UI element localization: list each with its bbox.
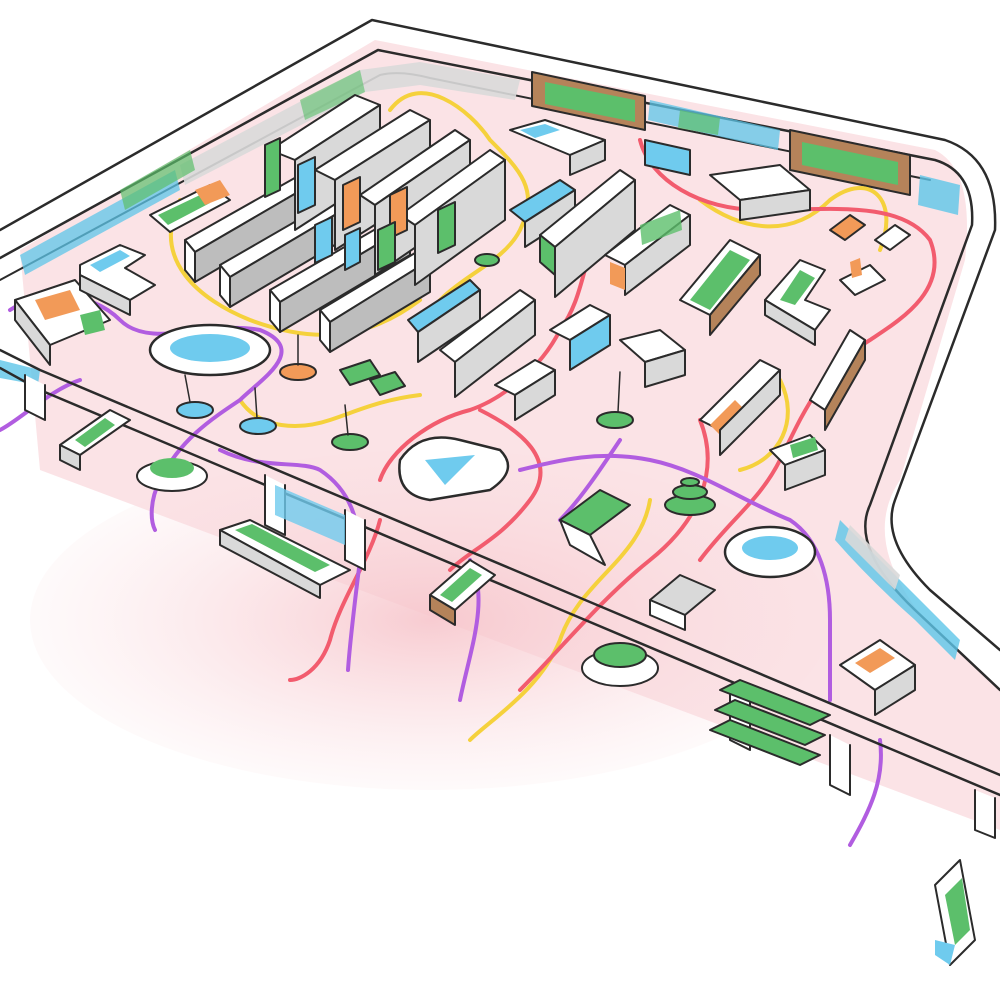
front-checkout-counter-1 xyxy=(219,519,351,599)
oval-display-right xyxy=(723,525,817,579)
back-right-counter xyxy=(709,164,811,221)
front-right-kiosk xyxy=(839,639,916,716)
front-stair-display xyxy=(709,679,831,766)
triangle-display-center xyxy=(398,436,510,502)
right-small-stands xyxy=(829,214,911,296)
right-cube-display xyxy=(769,434,826,491)
round-pot-back xyxy=(474,253,500,267)
planter-front-left xyxy=(136,458,208,492)
small-shelf-units xyxy=(494,304,611,421)
right-tall-display xyxy=(809,329,866,431)
plant-display-cluster xyxy=(339,359,406,396)
entrance-sign-panel xyxy=(934,859,976,966)
endcap-signs-row xyxy=(264,137,456,271)
center-right-small-unit xyxy=(619,329,686,388)
wall-window-band xyxy=(0,62,960,660)
center-shelf-blue-top xyxy=(509,179,576,248)
left-display-bench xyxy=(14,279,111,366)
back-center-table xyxy=(509,119,606,176)
shopper-path-yellow xyxy=(168,91,889,742)
center-shelf-orange-end xyxy=(604,204,691,296)
back-wall-display-2 xyxy=(789,129,911,196)
round-table-with-sign-2 xyxy=(176,374,214,419)
front-round-tiered-display xyxy=(581,642,659,687)
front-box-display xyxy=(649,574,716,631)
greeting-table xyxy=(149,180,231,233)
round-table-with-sign-1 xyxy=(279,334,317,381)
right-produce-table-1 xyxy=(679,239,761,336)
gondola-shelf-4 xyxy=(319,249,431,353)
back-cart-station xyxy=(644,139,691,176)
shopper-path-purple xyxy=(0,294,883,847)
front-left-bench xyxy=(59,409,131,471)
front-checkout-counter-2 xyxy=(429,559,496,626)
front-beam xyxy=(0,348,1000,839)
back-wall-display-1 xyxy=(531,71,646,131)
round-table-with-sign-4 xyxy=(331,404,369,451)
round-table-with-sign-5 xyxy=(596,371,634,429)
center-tall-shelf-green xyxy=(539,169,636,298)
shelf-center-long xyxy=(439,289,536,398)
center-right-house-display xyxy=(699,359,781,456)
l-shaped-counter xyxy=(79,244,156,316)
tiered-round-display xyxy=(664,477,716,516)
right-l-shelf xyxy=(764,259,831,346)
oval-display-left xyxy=(148,323,272,377)
front-stepped-display xyxy=(559,489,631,566)
round-table-with-sign-3 xyxy=(239,387,277,435)
